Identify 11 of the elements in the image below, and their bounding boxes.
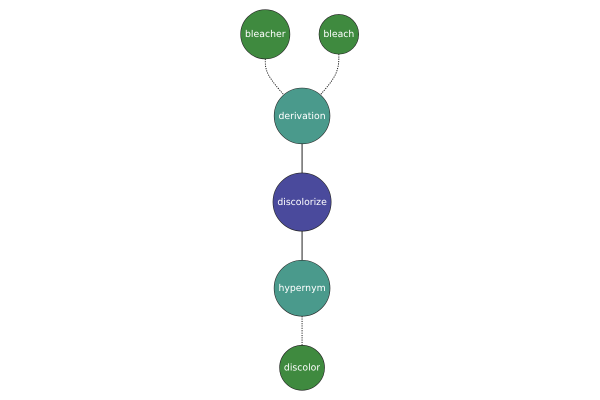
node-circle: bleacher	[240, 9, 291, 60]
node-circle: hypernym	[274, 260, 331, 316]
node-circle: bleach	[319, 14, 360, 54]
node-circle: discolorize	[272, 172, 332, 232]
connector	[302, 316, 303, 346]
connector	[320, 54, 340, 96]
node-circle: derivation	[274, 88, 331, 144]
node-circle: discolor	[280, 345, 326, 391]
connector	[265, 58, 285, 96]
connector	[302, 143, 303, 174]
connector	[302, 230, 303, 261]
